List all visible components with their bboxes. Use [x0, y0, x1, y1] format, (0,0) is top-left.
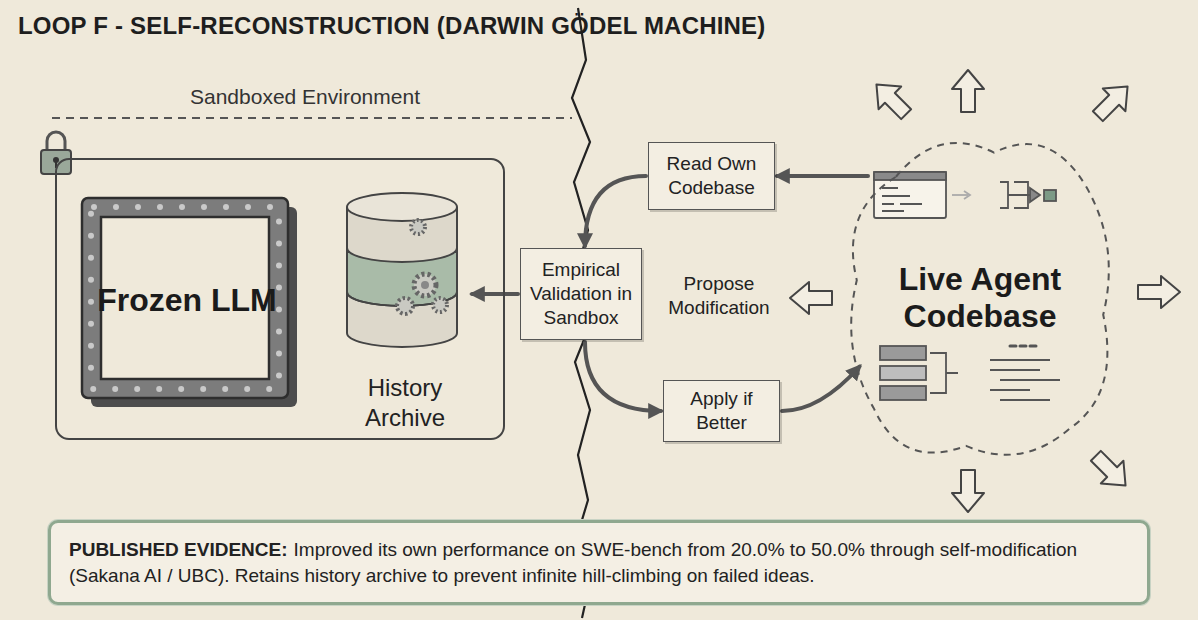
flow-arrow [585, 176, 646, 246]
process-box: Read Own Codebase [648, 142, 775, 210]
node-label: Empirical Validation in Sandbox [527, 258, 635, 329]
node-label: History Archive [340, 373, 470, 433]
node-label: Frozen LLM [97, 282, 277, 319]
llm-node: Frozen LLM [84, 200, 290, 400]
evidence-heading: PUBLISHED EVIDENCE: [69, 539, 288, 560]
diagram-title: LOOP F - SELF-RECONSTRUCTION (DARWIN GÖD… [18, 12, 766, 40]
cloud-node: Live Agent Codebase [840, 125, 1120, 470]
llm-frame [82, 198, 297, 407]
radiating-arrows [790, 70, 1180, 512]
evidence-node: PUBLISHED EVIDENCE:Improved its own perf… [48, 520, 1150, 605]
region-node: Sandboxed EnvironmentFrozen LLMHistory A… [55, 158, 505, 440]
database-icon [347, 193, 457, 347]
flow-arrow [777, 174, 868, 178]
flow-arrow [782, 367, 860, 412]
free-label: Propose Modification [660, 272, 778, 320]
flow-arrow [472, 292, 518, 296]
flow-arrow [585, 342, 661, 411]
process-box: Empirical Validation in Sandbox [520, 248, 642, 340]
process-box: Apply if Better [663, 380, 780, 442]
archive-node: History Archive [340, 192, 470, 437]
node-label: Read Own Codebase [655, 152, 768, 200]
evidence-text: PUBLISHED EVIDENCE:Improved its own perf… [69, 537, 1129, 588]
sandbox-dashed-line [52, 117, 572, 119]
node-label: Apply if Better [670, 387, 773, 435]
node-label: Live Agent Codebase [848, 261, 1112, 335]
region-heading: Sandboxed Environment [190, 85, 420, 109]
